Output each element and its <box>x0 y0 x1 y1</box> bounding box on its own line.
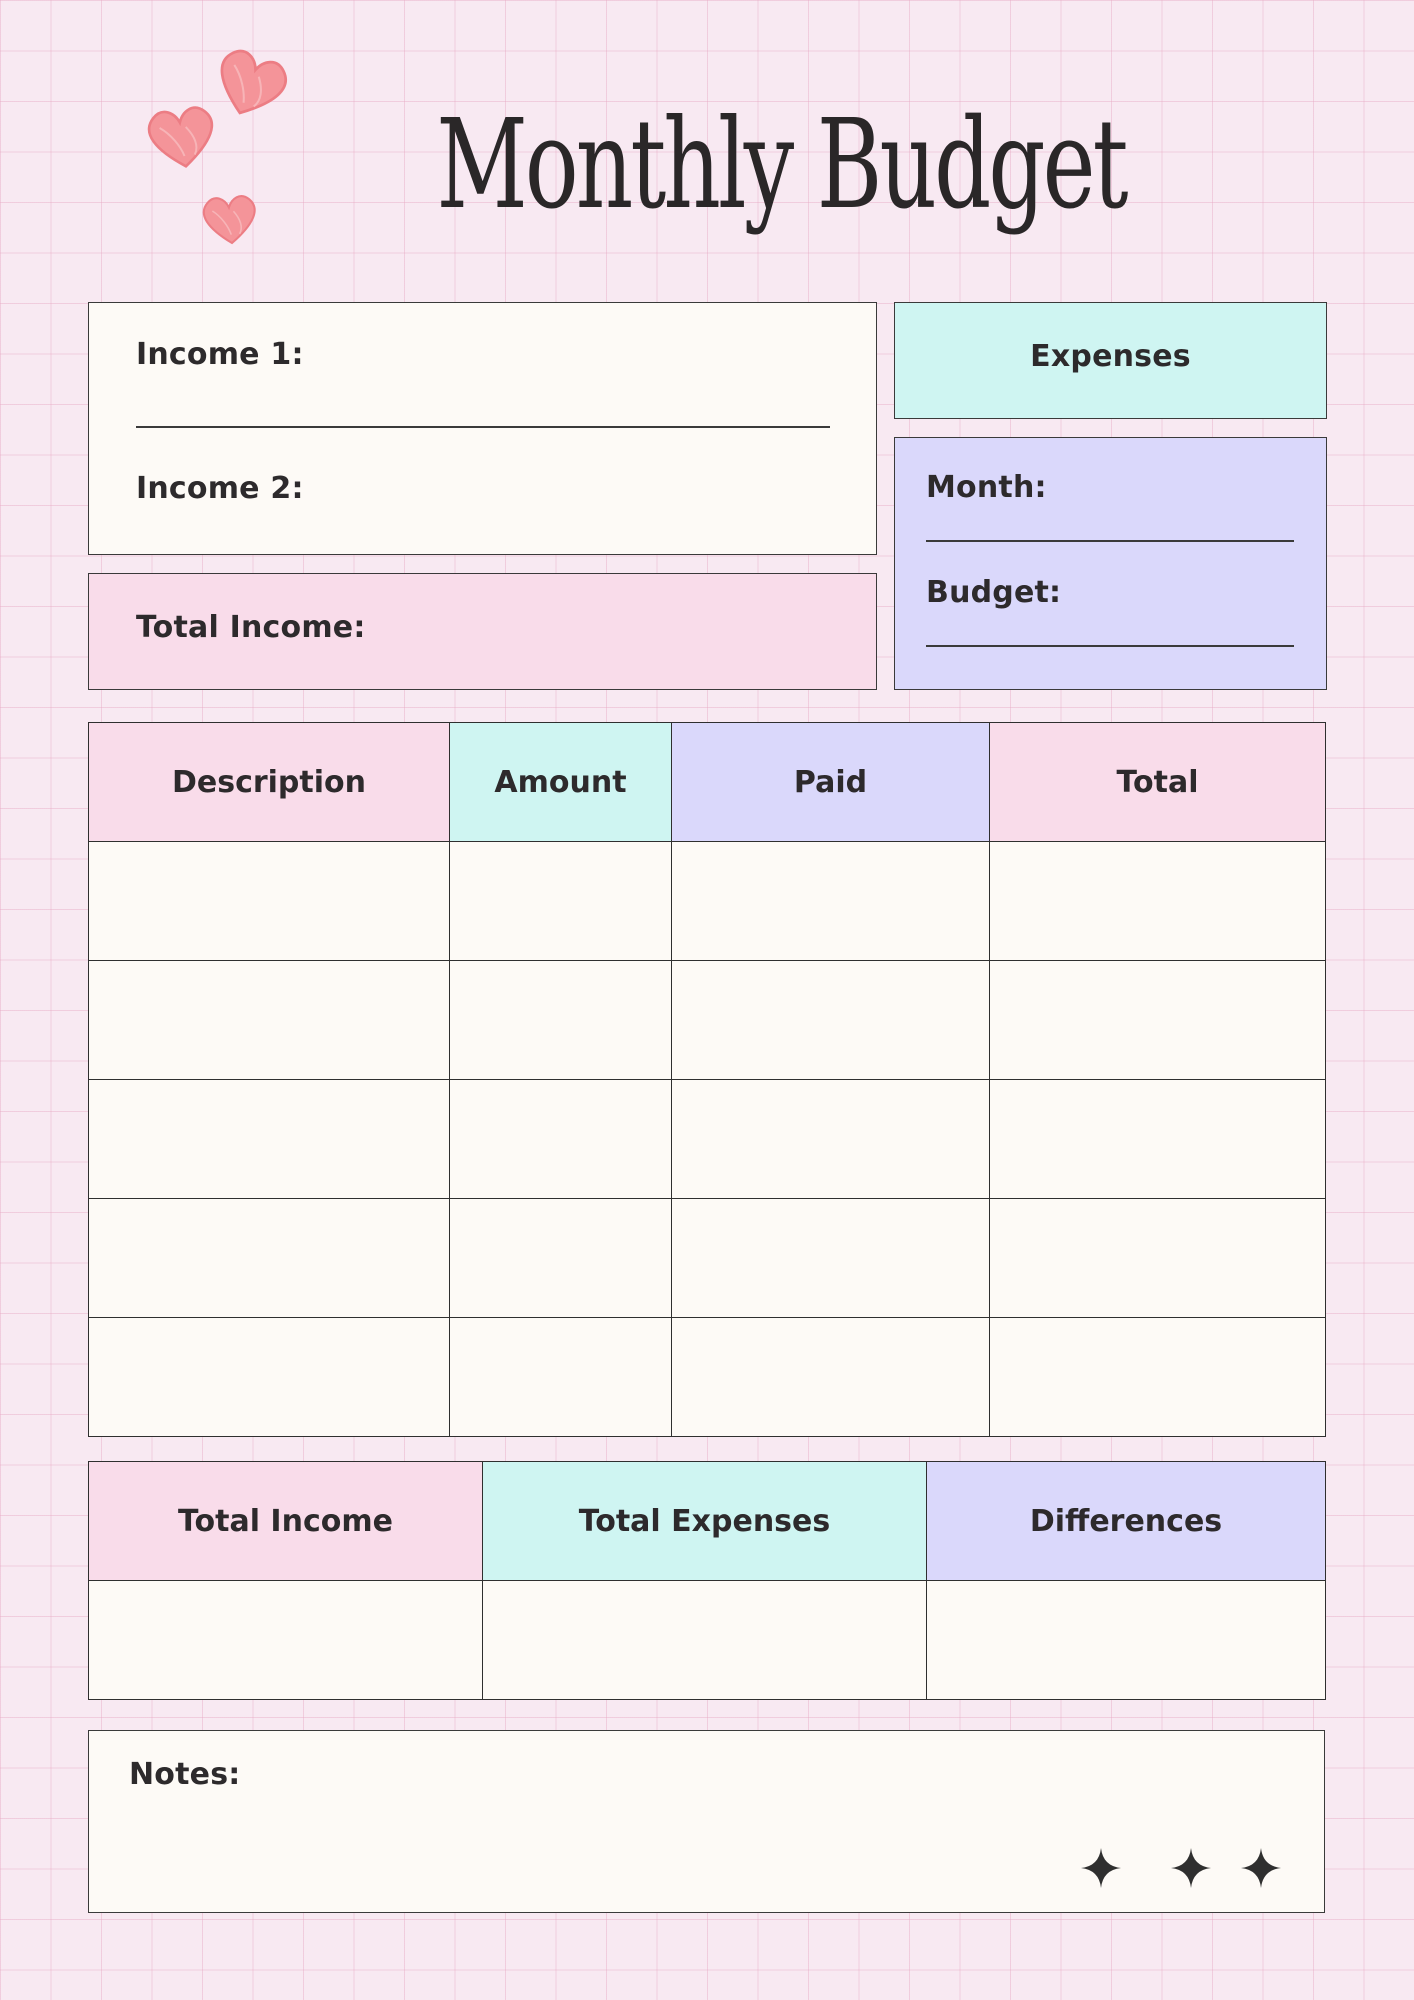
header-total: Total <box>989 722 1326 842</box>
table-row <box>88 1317 1326 1437</box>
budget-label: Budget: <box>926 575 1062 610</box>
total-cell[interactable] <box>989 1198 1326 1318</box>
total-cell[interactable] <box>989 960 1326 1080</box>
hearts-decoration <box>130 30 310 260</box>
notes-label: Notes: <box>129 1757 241 1792</box>
income1-label: Income 1: <box>136 337 304 372</box>
heart-icon <box>147 106 214 168</box>
description-cell[interactable] <box>88 1079 450 1199</box>
header-total-expenses: Total Expenses <box>482 1461 927 1581</box>
sparkles-decoration <box>1081 1848 1281 1888</box>
total-income-box[interactable]: Total Income: <box>88 573 877 690</box>
amount-cell[interactable] <box>449 1198 672 1318</box>
paid-cell[interactable] <box>671 1198 990 1318</box>
heart-icon <box>220 49 287 115</box>
amount-cell[interactable] <box>449 841 672 961</box>
income1-line[interactable] <box>136 426 830 428</box>
total-income-value-cell[interactable] <box>88 1580 483 1700</box>
page-title: Monthly Budget <box>436 93 1128 237</box>
month-budget-box: Month: Budget: <box>894 437 1327 690</box>
description-cell[interactable] <box>88 960 450 1080</box>
header-differences: Differences <box>926 1461 1326 1581</box>
paid-cell[interactable] <box>671 1317 990 1437</box>
paid-cell[interactable] <box>671 960 990 1080</box>
expenses-box: Expenses <box>894 302 1327 419</box>
month-line[interactable] <box>926 540 1294 542</box>
expense-table: Description Amount Paid Total <box>88 722 1326 1437</box>
paid-cell[interactable] <box>671 1079 990 1199</box>
total-cell[interactable] <box>989 1079 1326 1199</box>
sparkle-icon <box>1171 1848 1211 1888</box>
table-row <box>88 1198 1326 1318</box>
summary-table: Total Income Total Expenses Differences <box>88 1461 1326 1700</box>
table-row <box>88 960 1326 1080</box>
amount-cell[interactable] <box>449 960 672 1080</box>
heart-icon <box>202 195 256 245</box>
total-cell[interactable] <box>989 841 1326 961</box>
header-total-income: Total Income <box>88 1461 483 1581</box>
expense-table-header-row: Description Amount Paid Total <box>88 722 1326 842</box>
notes-box[interactable]: Notes: <box>88 1730 1325 1913</box>
paid-cell[interactable] <box>671 841 990 961</box>
header-amount: Amount <box>449 722 672 842</box>
total-income-label: Total Income: <box>136 610 366 645</box>
amount-cell[interactable] <box>449 1079 672 1199</box>
total-cell[interactable] <box>989 1317 1326 1437</box>
table-row <box>88 1079 1326 1199</box>
summary-values-row <box>88 1580 1326 1700</box>
description-cell[interactable] <box>88 1317 450 1437</box>
total-expenses-value-cell[interactable] <box>482 1580 927 1700</box>
header-paid: Paid <box>671 722 990 842</box>
summary-header-row: Total Income Total Expenses Differences <box>88 1461 1326 1581</box>
amount-cell[interactable] <box>449 1317 672 1437</box>
description-cell[interactable] <box>88 841 450 961</box>
header-description: Description <box>88 722 450 842</box>
income-box: Income 1: Income 2: <box>88 302 877 555</box>
sparkle-icon <box>1241 1848 1281 1888</box>
budget-line[interactable] <box>926 645 1294 647</box>
table-row <box>88 841 1326 961</box>
description-cell[interactable] <box>88 1198 450 1318</box>
expenses-label: Expenses <box>1030 339 1191 374</box>
sparkle-icon <box>1081 1848 1121 1888</box>
differences-value-cell[interactable] <box>926 1580 1326 1700</box>
income2-label: Income 2: <box>136 471 304 506</box>
month-label: Month: <box>926 470 1047 505</box>
